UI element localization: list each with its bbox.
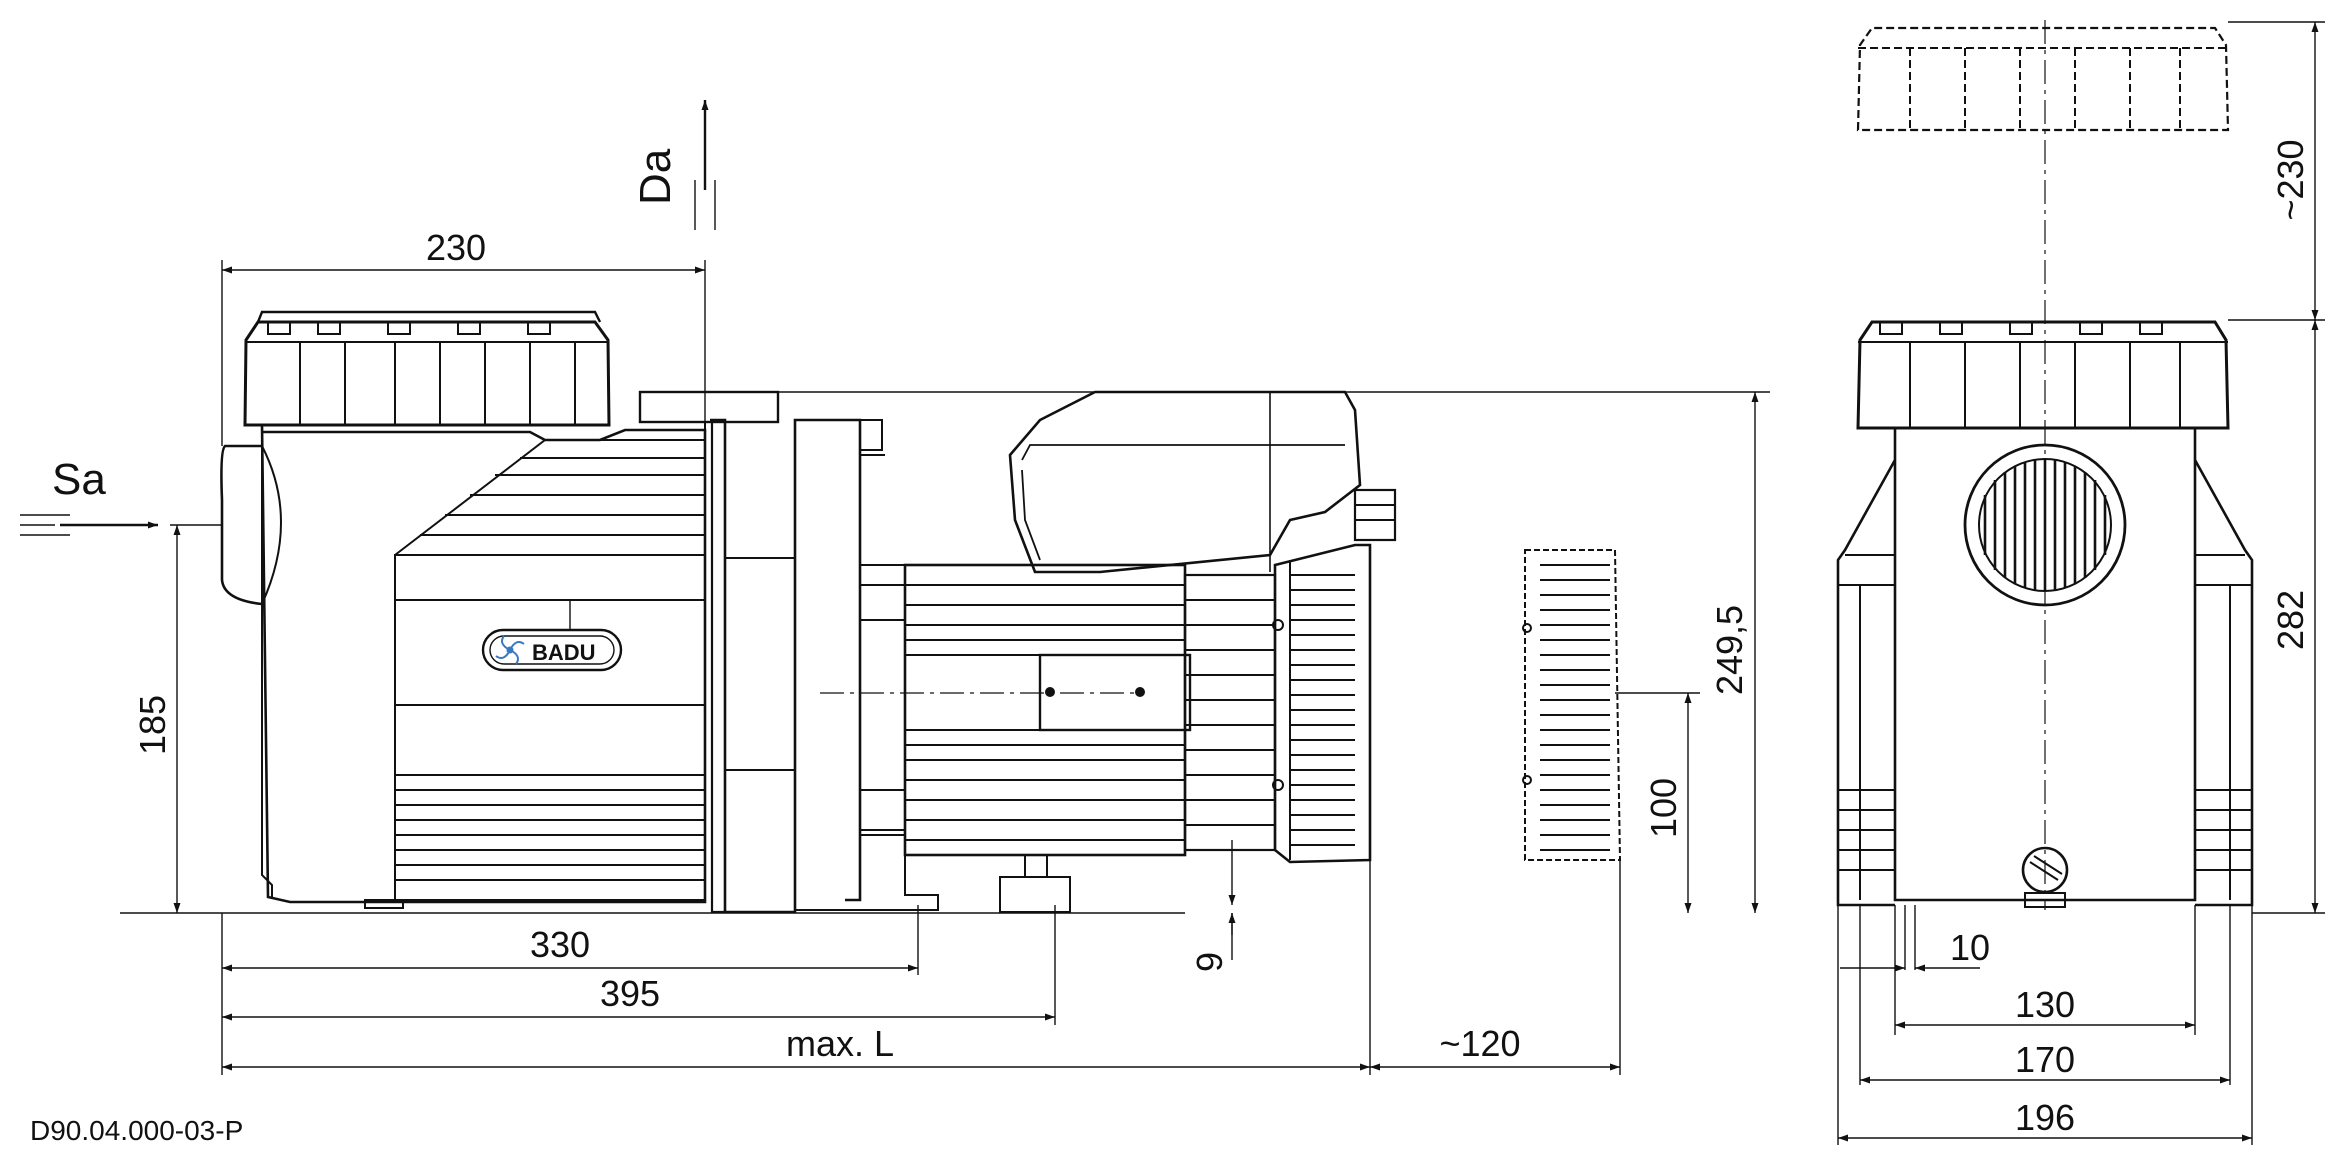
discharge-port	[638, 390, 780, 430]
suction-arrow	[20, 514, 158, 536]
dim-120: ~120	[1439, 1023, 1520, 1064]
controller-box	[1008, 390, 1397, 574]
dim-330: 330	[530, 924, 590, 965]
discharge-label: Da	[631, 148, 680, 205]
drawing-code: D90.04.000-03-P	[30, 1115, 243, 1146]
fan-cowl-removed	[1522, 549, 1622, 861]
strainer-lid-side	[243, 310, 611, 427]
adaptor-bracket	[710, 418, 939, 914]
strainer-lid-front	[1856, 320, 2230, 430]
dim-230-top: 230	[426, 227, 486, 268]
motor-body	[903, 563, 1192, 913]
dim-196: 196	[2015, 1097, 2075, 1138]
strainer-lid-removed	[1856, 26, 2230, 132]
fan-logo-icon	[495, 635, 525, 665]
motor-rear-section	[1183, 573, 1277, 852]
dim-170: 170	[2015, 1039, 2075, 1080]
badu-logo: BADU	[495, 635, 596, 665]
dim-max-l: max. L	[786, 1023, 894, 1064]
dim-100: 100	[1643, 778, 1684, 838]
dim-185: 185	[132, 695, 173, 755]
side-dimensions	[170, 260, 1770, 1075]
dim-10: 10	[1950, 927, 1990, 968]
dim-130: 130	[2015, 984, 2075, 1025]
fan-cowl	[1272, 543, 1372, 864]
dim-282: 282	[2270, 590, 2311, 650]
pump-body-front	[1836, 428, 2254, 908]
pump-housing	[220, 424, 707, 909]
suction-label: Sa	[52, 455, 106, 504]
discharge-arrow	[694, 100, 716, 230]
dim-249-5: 249,5	[1709, 605, 1750, 695]
front-dimensions	[1837, 21, 2325, 1145]
dim-9: 9	[1189, 952, 1230, 972]
logo-text: BADU	[532, 640, 596, 665]
dim-230-right: ~230	[2270, 139, 2311, 220]
dim-395: 395	[600, 973, 660, 1014]
